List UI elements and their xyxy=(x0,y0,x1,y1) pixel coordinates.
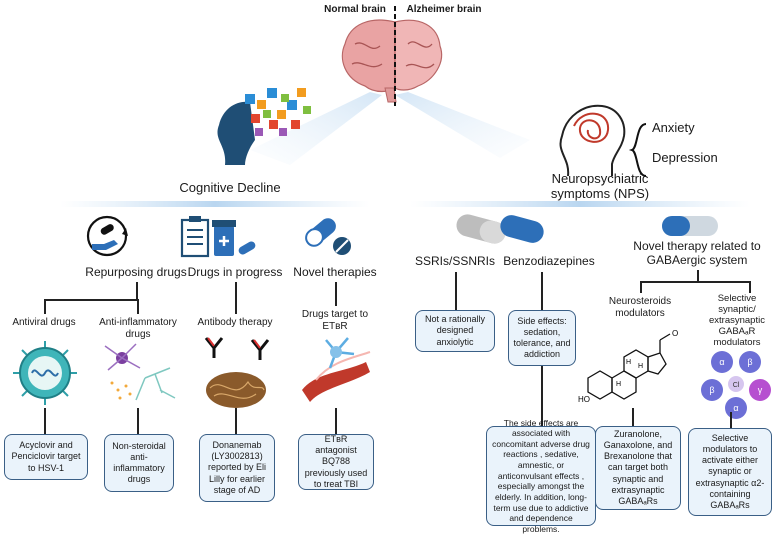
subunit-alpha: α xyxy=(733,403,738,413)
ho-label: HO xyxy=(578,395,590,404)
head-puzzle-icon xyxy=(217,88,311,165)
connector xyxy=(541,366,543,426)
repurposing-drugs-label: Repurposing drugs xyxy=(85,265,187,279)
depression-label: Depression xyxy=(652,150,718,165)
antibody-therapy-label: Antibody therapy xyxy=(197,317,273,328)
subunit-alpha: α xyxy=(719,357,724,367)
connector xyxy=(137,408,139,434)
cognitive-decline-title: Cognitive Decline xyxy=(179,180,281,195)
selective-box: Selective modulators to activate either … xyxy=(688,428,772,516)
neurosteroids-label: Neurosteroids modulators xyxy=(608,296,672,319)
benzo-side-box: Side effects: sedation, tolerance, and a… xyxy=(508,310,576,366)
steroid-molecule-icon: O HO H H H xyxy=(578,329,678,404)
normal-brain-label: Normal brain xyxy=(324,4,386,15)
ssri-label: SSRIs/SSNRIs xyxy=(414,254,495,268)
connector xyxy=(137,299,139,314)
brace-icon xyxy=(628,123,647,177)
brain-icon xyxy=(341,6,443,106)
connector xyxy=(455,272,457,310)
capsule-novel-icon xyxy=(662,216,718,236)
connector xyxy=(749,281,751,293)
h-label: H xyxy=(626,359,631,366)
subunit-beta: β xyxy=(747,357,752,367)
inflammation-cells-icon xyxy=(104,343,176,401)
novel-therapies-icon xyxy=(305,218,351,255)
novel-therapies-label: Novel therapies xyxy=(293,265,377,279)
amyloid-antibody-icon xyxy=(204,337,270,408)
connector xyxy=(640,281,642,293)
selective-modulators-label: Selective synaptic/ extrasynaptic GABAₐR… xyxy=(709,293,765,348)
repurposing-icon xyxy=(86,215,128,257)
connector xyxy=(335,408,337,434)
anti-inflammatory-label: Anti-inflammatory drugs xyxy=(99,317,177,340)
donanemab-box: Donanemab (LY3002813) reported by Eli Li… xyxy=(199,434,275,502)
connector xyxy=(44,299,138,301)
connector xyxy=(730,412,732,428)
h-label: H xyxy=(616,381,621,388)
capsule-blue-icon xyxy=(500,215,544,243)
drugs-target-etbr-label: Drugs target to ETʙR xyxy=(301,309,369,332)
antiviral-drugs-label: Antiviral drugs xyxy=(12,317,76,328)
subunit-gamma: γ xyxy=(758,385,763,395)
novel-gabaergic-label: Novel therapy related to GABAergic syste… xyxy=(633,239,761,267)
chloride-label: Cl xyxy=(733,382,740,389)
connector xyxy=(640,281,750,283)
connector xyxy=(697,270,699,282)
head-scribble-icon xyxy=(559,104,626,177)
connector xyxy=(335,282,337,306)
h-label: H xyxy=(638,363,643,370)
virus-icon xyxy=(13,341,77,405)
drugs-progress-icon xyxy=(180,216,256,258)
zuranolone-box: Zuranolone, Ganaxolone, and Brexanolone … xyxy=(595,426,681,510)
connector xyxy=(235,408,237,434)
etbr-box: ETʙR antagonist BQ788 previously used to… xyxy=(298,434,374,490)
connector xyxy=(632,408,634,426)
blood-vessel-icon xyxy=(302,337,371,402)
connector xyxy=(44,299,46,314)
drugs-in-progress-label: Drugs in progress xyxy=(187,265,283,279)
alzheimer-brain-label: Alzheimer brain xyxy=(406,4,482,15)
capsule-gray-icon xyxy=(456,214,506,244)
connector xyxy=(44,408,46,434)
connector xyxy=(136,282,138,300)
acyclovir-box: Acyclovir and Penciclovir target to HSV-… xyxy=(4,434,88,480)
benzo-label: Benzodiazepines xyxy=(503,254,595,268)
svg-text:O: O xyxy=(672,329,678,338)
receptor-pentamer-icon: α β γ α β Cl xyxy=(701,351,771,419)
subunit-beta: β xyxy=(709,385,714,395)
anxiety-label: Anxiety xyxy=(652,120,695,135)
nps-title: Neuropsychiatric symptoms (NPS) xyxy=(550,171,650,201)
connector xyxy=(235,282,237,314)
connector xyxy=(541,272,543,310)
nsaid-box: Non-steroidal anti-inflammatory drugs xyxy=(104,434,174,492)
ssri-box: Not a rationally designed anxiolytic xyxy=(415,310,495,352)
benzo-long-box: The side effects are associated with con… xyxy=(486,418,596,534)
